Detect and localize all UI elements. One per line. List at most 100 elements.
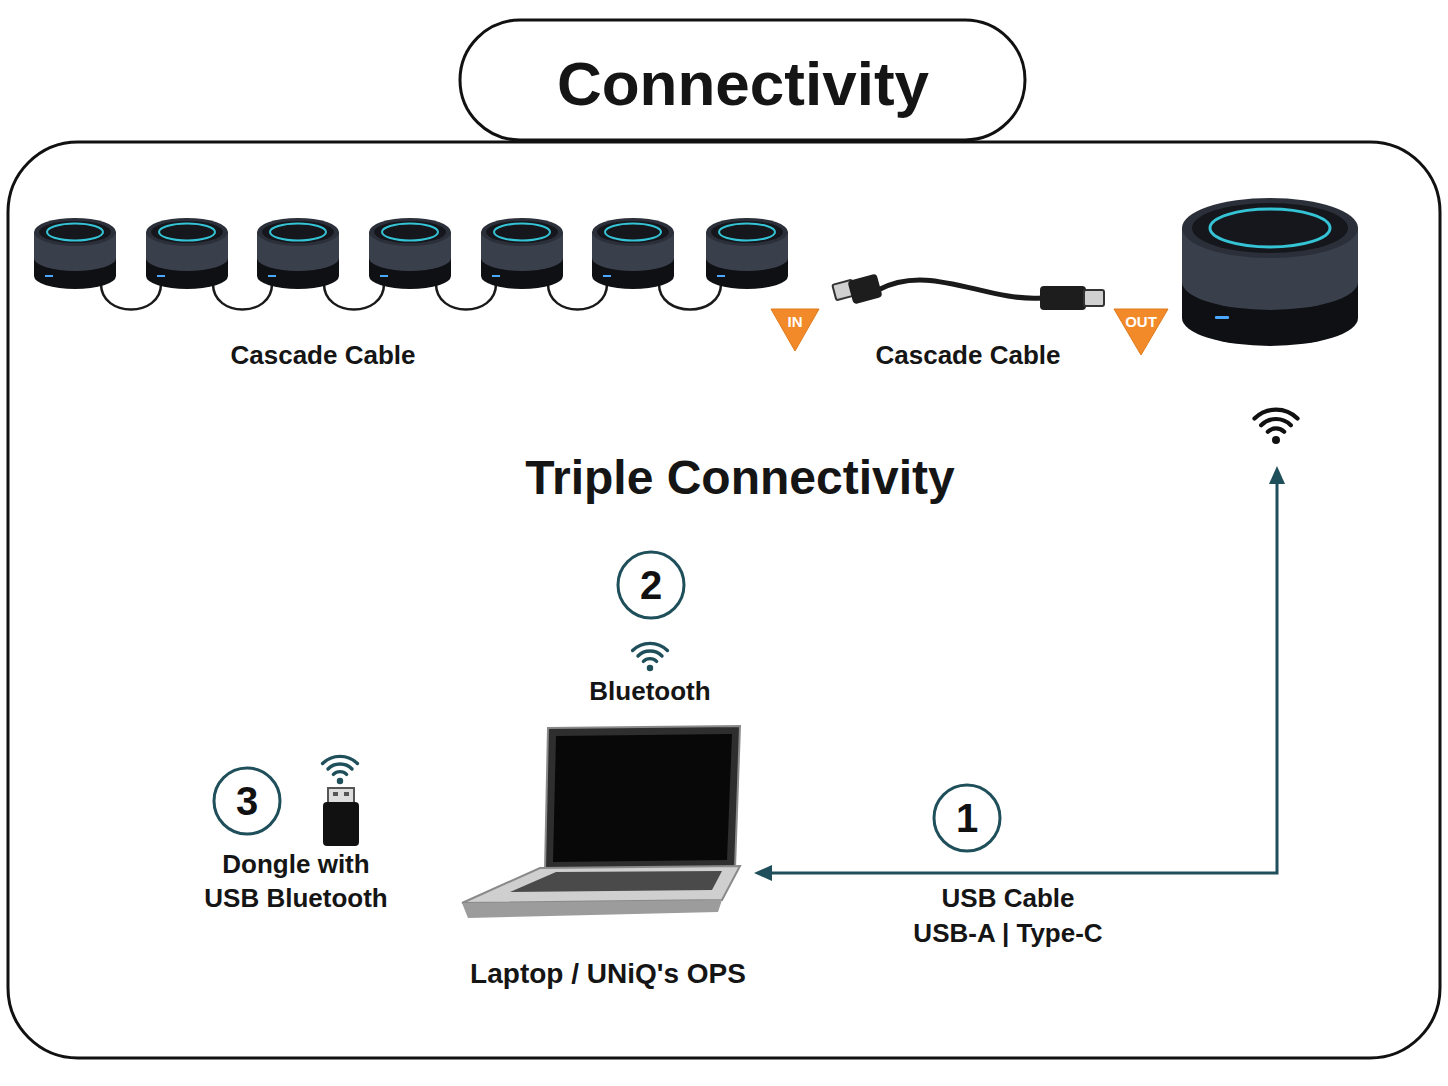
speaker-ring — [719, 224, 775, 241]
speaker-top — [257, 218, 339, 246]
port-marker: OUT — [1114, 309, 1168, 355]
speaker-grille — [486, 221, 558, 243]
dongle-plug — [328, 788, 354, 804]
speaker-led — [1215, 316, 1229, 319]
dongle-pin — [344, 792, 349, 796]
cascade-wire — [213, 284, 272, 310]
laptop-screen — [553, 734, 732, 862]
wireless-arc — [1268, 428, 1284, 431]
callout-number: 3 — [212, 766, 282, 836]
speaker-grille — [597, 221, 669, 243]
callout-text: 2 — [616, 550, 686, 620]
cable-wire — [878, 280, 1042, 298]
speaker-grille — [39, 221, 111, 243]
arrow-head — [1269, 466, 1285, 484]
wireless-arc — [638, 651, 662, 656]
cascade-wire — [101, 284, 161, 310]
cascade-wire — [436, 284, 496, 310]
callout-text: 1 — [932, 783, 1002, 853]
speaker-led — [492, 275, 500, 277]
wireless-icons — [323, 410, 1298, 785]
cascade-wire — [659, 284, 721, 310]
speaker-ring — [605, 224, 661, 241]
wireless-arc — [1254, 410, 1297, 419]
port-label: OUT — [1114, 313, 1168, 331]
wireless-arc — [328, 764, 352, 769]
callout-text: 3 — [212, 766, 282, 836]
wireless-arc — [323, 756, 358, 763]
wireless-dot — [1272, 436, 1280, 444]
triangle-marker — [1114, 309, 1168, 355]
speaker-top — [706, 218, 788, 246]
arrow-line — [770, 482, 1277, 873]
section-heading: Triple Connectivity — [525, 450, 954, 505]
cable-connector — [1040, 286, 1086, 310]
speaker-ring — [270, 224, 326, 241]
title-pill — [460, 20, 1025, 140]
main-speaker — [1182, 198, 1358, 346]
wireless-arc — [333, 772, 346, 775]
dongle-pin — [333, 792, 338, 796]
dongle-body — [323, 802, 359, 846]
speaker-grille — [151, 221, 223, 243]
speaker-ring — [1210, 209, 1330, 247]
part-label: Cascade Cable — [876, 340, 1061, 371]
speaker-led — [717, 275, 725, 277]
speaker-ring — [382, 224, 438, 241]
port-label: IN — [771, 313, 819, 331]
connection-label: USB-A | Type-C — [913, 918, 1102, 949]
callout-number: 2 — [616, 550, 686, 620]
laptop-keyboard — [510, 871, 722, 892]
speaker-led — [268, 275, 276, 277]
connection-label: USB Cable — [942, 883, 1075, 914]
speaker-led — [380, 275, 388, 277]
connection-label: Bluetooth — [589, 676, 710, 707]
cascade-cable — [832, 274, 1104, 310]
port-marker: IN — [771, 309, 819, 351]
laptop-lid — [545, 726, 740, 870]
wireless-dot — [647, 665, 653, 671]
speaker-top — [1182, 198, 1358, 258]
wireless-icon — [1254, 410, 1297, 444]
part-label: Cascade Cable — [231, 340, 416, 371]
laptop-edge — [462, 900, 722, 918]
speaker-top — [369, 218, 451, 246]
laptop-illustration — [462, 726, 740, 918]
speaker-top — [592, 218, 674, 246]
cascade-wire — [548, 284, 607, 310]
speaker-top — [146, 218, 228, 246]
speaker-grille — [1192, 203, 1348, 253]
speaker-led — [157, 275, 165, 277]
arrow-head — [754, 865, 772, 881]
cascade-wire — [324, 284, 384, 310]
connection-label: Dongle with USB Bluetooth — [198, 847, 394, 915]
speaker-ring — [47, 224, 103, 241]
frame — [8, 142, 1440, 1058]
wireless-arc — [633, 643, 668, 650]
wireless-arc — [643, 659, 656, 662]
wireless-dot — [337, 778, 343, 784]
speaker-ring — [159, 224, 215, 241]
speaker-chain — [34, 218, 788, 310]
wireless-arc — [1261, 419, 1291, 425]
triangle-marker — [771, 309, 819, 351]
laptop-base — [462, 866, 740, 903]
speaker-grille — [711, 221, 783, 243]
title: Connectivity — [557, 48, 929, 119]
speaker-grille — [262, 221, 334, 243]
wireless-icon — [633, 643, 668, 671]
callout-number: 1 — [932, 783, 1002, 853]
device-label: Laptop / UNiQ's OPS — [470, 958, 746, 990]
speaker-top — [481, 218, 563, 246]
speaker-led — [603, 275, 611, 277]
usb-dongle — [323, 788, 359, 846]
usb-arrow — [754, 466, 1285, 881]
wireless-icon — [323, 756, 358, 784]
speaker-grille — [374, 221, 446, 243]
speaker-ring — [494, 224, 550, 241]
cable-plug — [1084, 290, 1104, 306]
speaker-led — [45, 275, 53, 277]
